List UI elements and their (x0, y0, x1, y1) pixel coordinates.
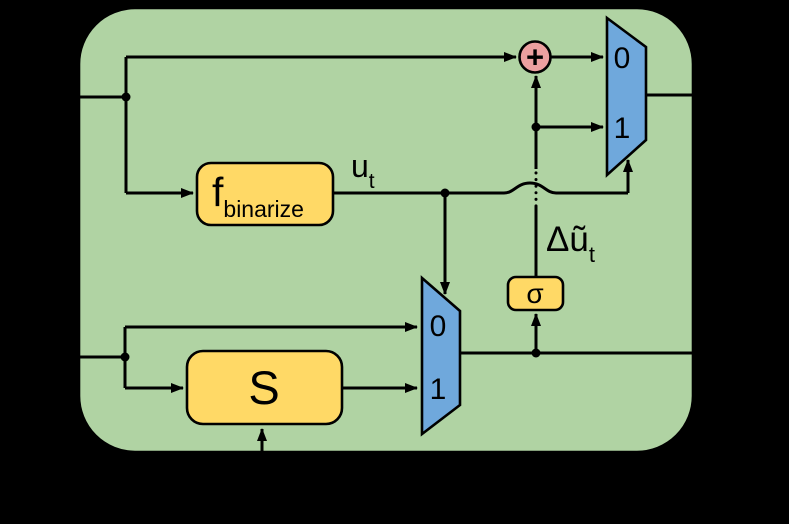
mux-top-label-0: 0 (614, 42, 631, 75)
f-binarize-sub: binarize (223, 196, 304, 222)
mux-top-label-1: 1 (614, 112, 631, 145)
sigma-block (506, 275, 565, 312)
mux-bottom-shape (420, 275, 462, 437)
sigma-label: σ (526, 278, 543, 309)
mux-bottom-label-0: 0 (430, 310, 447, 343)
plus-icon: + (526, 40, 544, 75)
junction-delta-mux1 (531, 122, 541, 132)
junction-mux-bottom-out (531, 348, 541, 358)
ut-label-sub: t (369, 170, 375, 193)
ut-label: ut (351, 148, 375, 193)
f-binarize-block (195, 161, 335, 227)
junction-ut (440, 188, 450, 198)
delta-ut-label: Δũt (546, 220, 595, 267)
state-label: S (248, 361, 279, 414)
adder-circle (518, 40, 552, 74)
junction-bottom-input (120, 352, 130, 362)
delta-ut-label-main: Δũ (546, 220, 589, 259)
cell-boundary (77, 6, 695, 454)
wire-ut (333, 181, 628, 195)
mux-bottom-label-1: 1 (430, 373, 447, 406)
ut-label-main: u (351, 148, 369, 184)
state-block (185, 349, 344, 426)
f-binarize-label: fbinarize (212, 169, 304, 222)
f-binarize-main: f (212, 169, 224, 215)
delta-ut-label-sub: t (589, 242, 595, 267)
mux-top-shape (605, 15, 648, 178)
junction-top-input (121, 92, 131, 102)
